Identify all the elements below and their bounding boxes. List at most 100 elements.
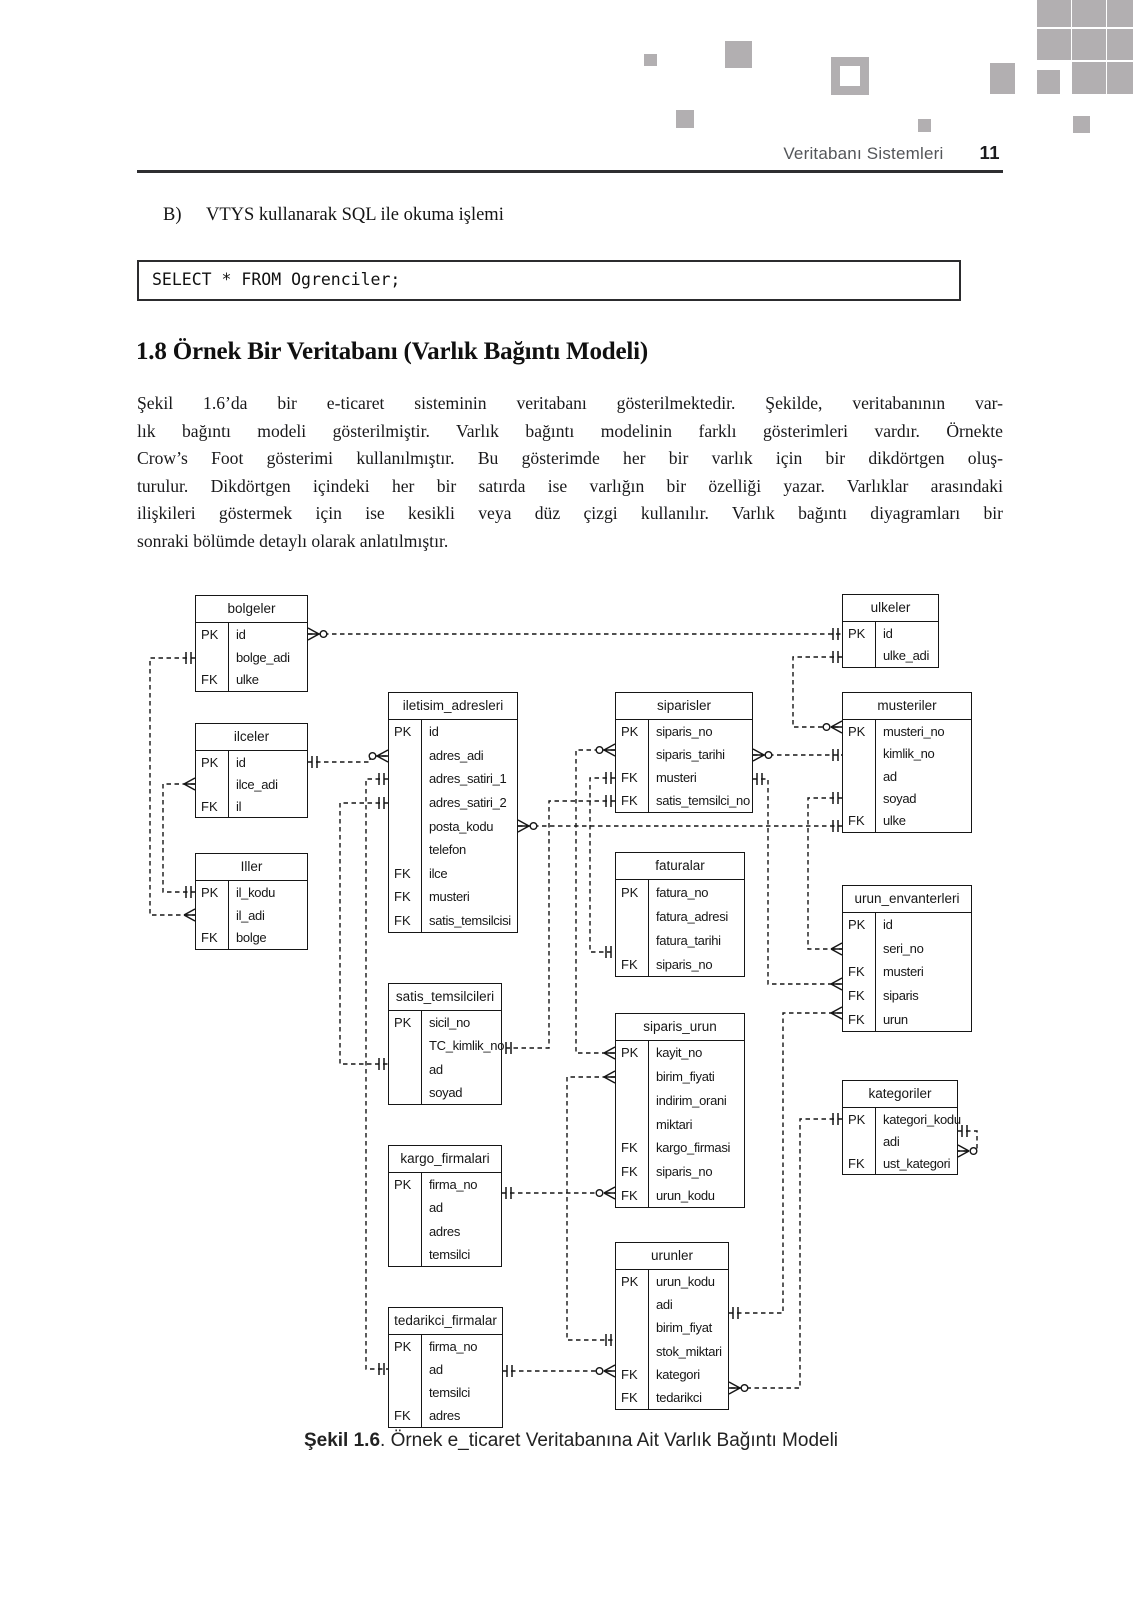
- decorative-square: [990, 63, 1015, 94]
- attribute-key: [389, 1080, 422, 1104]
- attribute-row: stok_miktari: [616, 1339, 728, 1363]
- cardinality-one-tick: [185, 886, 192, 898]
- attribute-name: adres_satiri_2: [429, 794, 507, 810]
- attribute-key: [196, 645, 229, 669]
- cardinality-crow-foot: [603, 1364, 616, 1378]
- cardinality-crow-foot: [752, 748, 765, 762]
- attribute-key: FK: [389, 861, 422, 885]
- attribute-name: miktari: [656, 1116, 693, 1132]
- attribute-key: PK: [843, 622, 876, 645]
- cardinality-crow-foot: [830, 977, 843, 991]
- relationship-line: [729, 1118, 842, 1389]
- cardinality-crow-foot: [603, 743, 616, 757]
- entity-title: iletisim_adresleri: [389, 693, 517, 720]
- attribute-row: FK ust_kategori: [843, 1152, 957, 1174]
- paragraph-line: Şekil 1.6’da bir e-ticaret sisteminin ve…: [137, 393, 1003, 413]
- list-item-text: VTYS kullanarak SQL ile okuma işlemi: [206, 205, 504, 225]
- attribute-row: bolge_adi: [196, 645, 307, 669]
- attribute-key: FK: [616, 1362, 649, 1386]
- attribute-key: [389, 767, 422, 791]
- running-header-title: Veritabanı Sistemleri: [783, 144, 944, 163]
- cardinality-zero-circle: [822, 723, 831, 732]
- relationship-line: [792, 656, 842, 728]
- cardinality-crow-foot: [603, 1186, 616, 1200]
- cardinality-crow-foot: [728, 1381, 741, 1395]
- attribute-key: PK: [616, 720, 649, 743]
- cardinality-zero-circle: [595, 1366, 604, 1375]
- attribute-key: FK: [389, 1404, 422, 1427]
- attribute-name: fatura_tarihi: [656, 932, 721, 948]
- cardinality-crow-foot: [603, 1046, 616, 1060]
- attribute-key: [843, 787, 876, 810]
- attribute-row: ad: [389, 1057, 501, 1081]
- attribute-key: FK: [616, 789, 649, 812]
- attribute-row: adres_satiri_2: [389, 790, 517, 815]
- cardinality-zero-circle: [740, 1383, 749, 1392]
- cardinality-zero-circle: [764, 751, 773, 760]
- attribute-key: [843, 1130, 876, 1152]
- attribute-key: [843, 742, 876, 765]
- attribute-name: soyad: [429, 1084, 463, 1100]
- attribute-name: ilce: [429, 865, 448, 881]
- attribute-key: PK: [843, 913, 876, 937]
- attribute-name: kayit_no: [656, 1045, 703, 1061]
- attribute-key: [389, 790, 422, 815]
- cardinality-zero-circle: [595, 1188, 604, 1197]
- cardinality-crow-foot: [517, 819, 530, 833]
- paragraph-line: ilişkileri göstermek için ise kesikli ve…: [137, 503, 1003, 524]
- attribute-name: soyad: [883, 790, 917, 806]
- attribute-name: satis_temsilci_no: [656, 793, 750, 808]
- cardinality-one-tick: [832, 792, 839, 804]
- attribute-row: fatura_adresi: [616, 904, 744, 928]
- attribute-key: [389, 1219, 422, 1243]
- attribute-key: FK: [616, 766, 649, 789]
- cardinality-one-tick: [605, 946, 612, 958]
- attribute-key: PK: [196, 751, 229, 773]
- cardinality-one-tick: [185, 652, 192, 664]
- cardinality-one-tick: [605, 795, 612, 807]
- attribute-name: seri_no: [883, 940, 924, 956]
- attribute-name: id: [883, 917, 893, 933]
- attribute-key: [616, 1112, 649, 1136]
- attribute-name: ust_kategori: [883, 1155, 951, 1171]
- attribute-row: posta_kodu: [389, 814, 517, 838]
- attribute-name: adres_satiri_1: [429, 771, 507, 787]
- attribute-name: ad: [429, 1200, 443, 1216]
- attribute-name: adi: [883, 1133, 900, 1149]
- attribute-key: FK: [616, 1385, 649, 1410]
- attribute-key: FK: [616, 1135, 649, 1160]
- attribute-name: fatura_adresi: [656, 908, 728, 924]
- attribute-row: fatura_tarihi: [616, 928, 744, 952]
- attribute-name: bolge_adi: [236, 649, 290, 665]
- attribute-row: temsilci: [389, 1242, 501, 1266]
- relationship-line: [807, 797, 842, 950]
- attribute-name: ad: [429, 1362, 443, 1377]
- entity-title: ilceler: [196, 724, 307, 751]
- attribute-name: birim_fiyat: [656, 1320, 712, 1336]
- decorative-square: [918, 119, 931, 132]
- attribute-name: fatura_no: [656, 884, 709, 900]
- attribute-name: firma_no: [429, 1339, 478, 1354]
- attribute-name: adres_adi: [429, 747, 484, 763]
- entity-title: kargo_firmalari: [389, 1146, 501, 1173]
- attribute-key: [389, 837, 422, 862]
- attribute-key: FK: [843, 1152, 876, 1174]
- relationship-line: [753, 778, 842, 985]
